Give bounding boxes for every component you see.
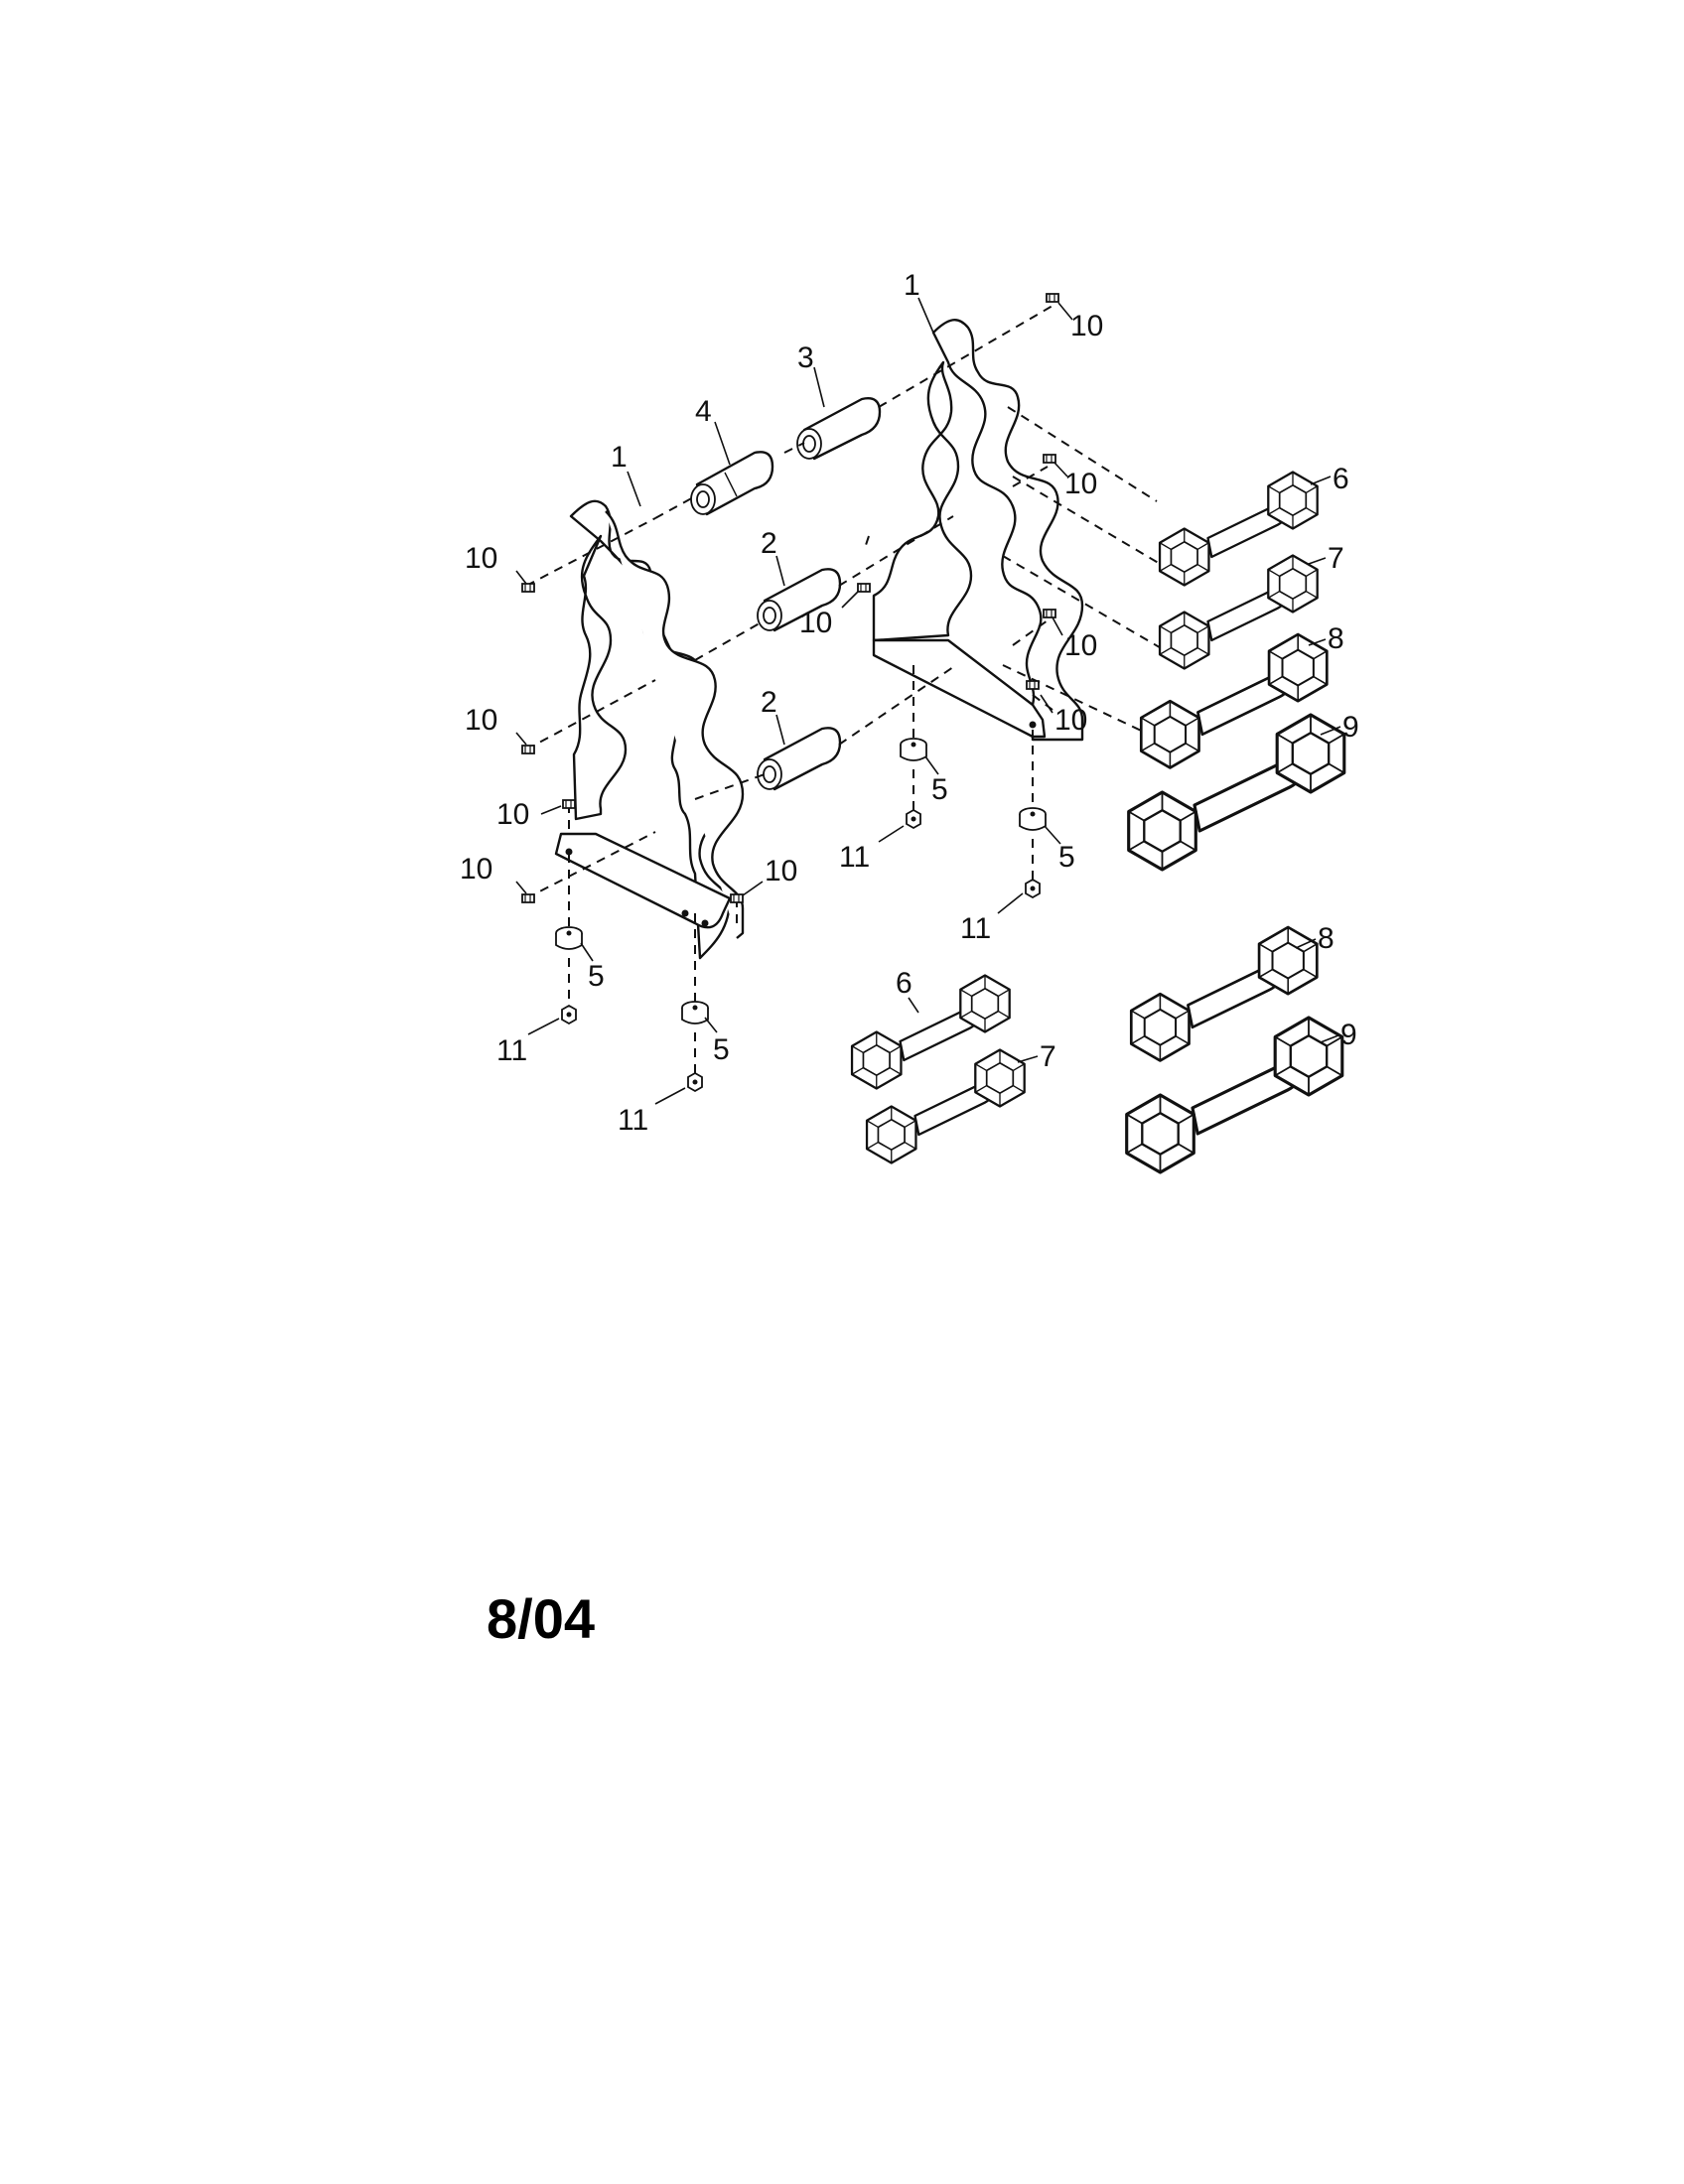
callout-dumbbell-6-rack: 6 — [1333, 463, 1349, 495]
dumbbell-rack-8 — [1139, 632, 1329, 769]
callout-foot-4: 5 — [1058, 841, 1075, 874]
callout-tube-lower-bottom: 2 — [761, 686, 777, 719]
callout-bolt-7: 10 — [496, 798, 529, 831]
callout-bolt-3: 10 — [1064, 629, 1097, 662]
callout-bolt-10: 10 — [799, 607, 832, 639]
callout-nut-3: 11 — [839, 841, 870, 874]
callout-dumbbell-7-rack: 7 — [1328, 542, 1344, 575]
callout-frame-left: 1 — [611, 441, 628, 474]
dumbbell-rack-9 — [1127, 713, 1346, 872]
callout-sleeve: 4 — [695, 395, 712, 428]
dumbbell-loose-7 — [865, 1048, 1026, 1164]
frame-left — [554, 499, 745, 960]
tube-lower-bottom — [757, 727, 842, 791]
date-code: 8/04 — [487, 1587, 595, 1650]
callout-dumbbell-9-rack: 9 — [1342, 711, 1359, 744]
dumbbell-rack-6 — [1158, 471, 1319, 587]
tube-lower-top — [757, 568, 842, 632]
callout-bolt-4: 10 — [1054, 704, 1087, 737]
callout-nut-4: 11 — [960, 912, 991, 945]
callout-bolt-9: 10 — [765, 855, 797, 887]
tube-upper — [796, 397, 882, 461]
callout-nut-1: 11 — [496, 1034, 527, 1067]
callout-frame-right: 1 — [904, 269, 920, 302]
callout-bolt-6: 10 — [465, 704, 497, 737]
dumbbell-loose-6 — [850, 974, 1011, 1090]
callout-dumbbell-8-rack: 8 — [1328, 622, 1344, 655]
callout-dumbbell-9-loose: 9 — [1340, 1019, 1357, 1051]
callout-dumbbell-6-loose: 6 — [896, 967, 912, 1000]
callout-bolt-2: 10 — [1064, 468, 1097, 500]
callout-tube-lower-top: 2 — [761, 527, 777, 560]
tube-sleeve — [690, 451, 774, 516]
leader-lines — [515, 297, 1341, 1105]
callout-tube-upper: 3 — [797, 341, 814, 374]
callouts: 1 1 4 3 2 2 10 10 10 10 10 10 10 10 10 1… — [460, 269, 1359, 1137]
callout-bolt-1: 10 — [1070, 310, 1103, 342]
dumbbell-loose-8 — [1129, 925, 1319, 1062]
frame-right — [872, 319, 1084, 742]
dumbbell-loose-9 — [1125, 1016, 1344, 1174]
callout-foot-3: 5 — [931, 773, 948, 806]
callout-nut-2: 11 — [618, 1104, 648, 1137]
dumbbell-rack-7 — [1158, 554, 1319, 670]
callout-dumbbell-7-loose: 7 — [1040, 1040, 1056, 1073]
callout-foot-2: 5 — [713, 1033, 730, 1066]
callout-bolt-8: 10 — [460, 853, 492, 886]
callout-dumbbell-8-loose: 8 — [1318, 922, 1334, 955]
callout-foot-1: 5 — [588, 960, 605, 993]
callout-bolt-5: 10 — [465, 542, 497, 575]
